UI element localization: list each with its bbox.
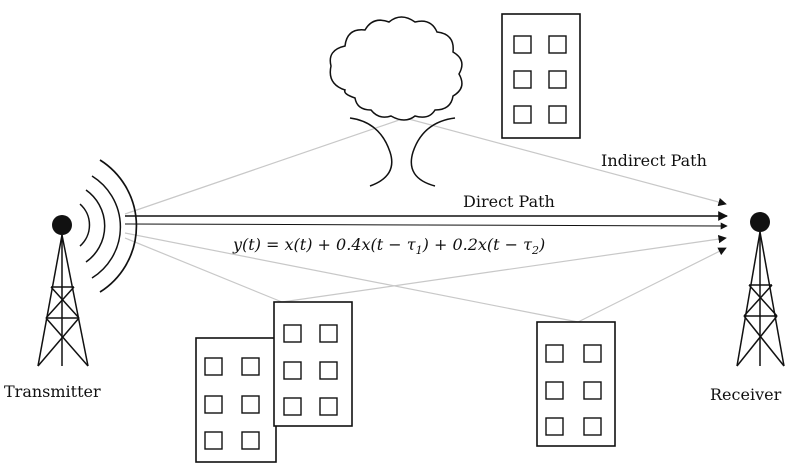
building-icon <box>195 337 277 463</box>
path-to-left-buildings <box>124 237 283 303</box>
path-left-buildings-to-receiver <box>281 234 727 303</box>
indirect-path-label: Indirect Path <box>601 151 707 170</box>
equation-subscript-2: 2 <box>531 244 539 257</box>
equation-part-end: ) <box>538 235 545 254</box>
direct-path-label: Direct Path <box>463 192 555 211</box>
building-icon <box>273 301 353 427</box>
receiver-tower-icon <box>736 212 785 367</box>
path-to-right-building <box>124 232 579 323</box>
tree-icon <box>329 16 463 187</box>
path-right-building-to-receiver <box>577 247 727 323</box>
direct-path-arrow-2 <box>124 222 728 230</box>
receiver-label: Receiver <box>710 385 782 404</box>
path-to-tree <box>124 117 406 215</box>
path-tree-to-receiver <box>404 117 727 207</box>
building-icon <box>536 321 616 447</box>
radio-wave-icon <box>79 159 138 293</box>
transmitter-label: Transmitter <box>4 382 101 401</box>
indirect-paths <box>124 117 727 323</box>
building-icon <box>501 13 581 139</box>
multipath-equation: y(t) = x(t) + 0.4x(t − τ1) + 0.2x(t − τ2… <box>232 235 545 257</box>
equation-part-mid: ) + 0.2x(t − τ <box>422 235 534 254</box>
transmitter-tower-icon <box>37 215 89 367</box>
equation-part-main: y(t) = x(t) + 0.4x(t − τ <box>232 235 417 254</box>
equation-subscript-1: 1 <box>416 244 423 257</box>
